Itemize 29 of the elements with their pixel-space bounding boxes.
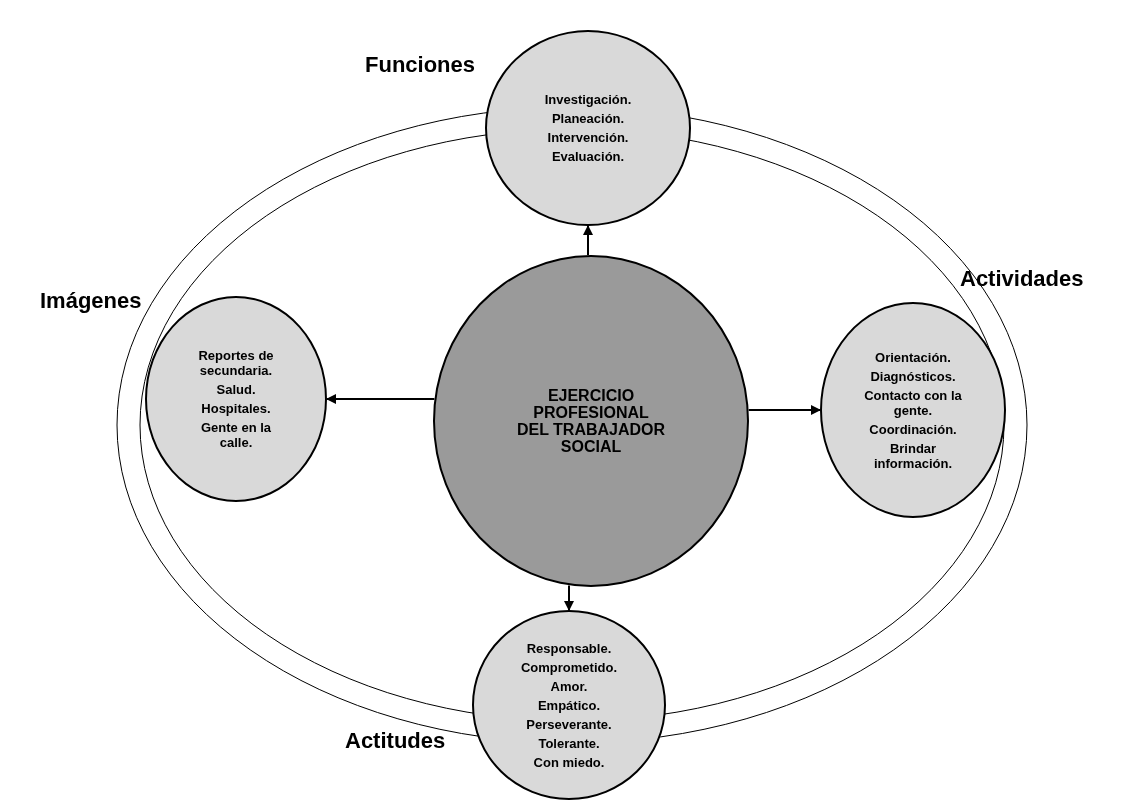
list-item: Salud. [215, 382, 257, 397]
list-item: Diagnósticos. [869, 368, 957, 384]
arrow [747, 405, 821, 415]
list-item: Intervención. [546, 130, 630, 145]
list-item: Gente en la calle. [199, 420, 273, 450]
arrow [564, 584, 574, 611]
list-item: Amor. [549, 678, 589, 694]
list-item: Coordinación. [868, 421, 958, 437]
list-item: Contacto con la gente. [863, 387, 963, 418]
list-item: Investigación. [543, 92, 633, 107]
list-item: Hospitales. [200, 401, 272, 416]
central-title: EJERCICIO PROFESIONAL DEL TRABAJADOR SOCIAL [516, 387, 666, 455]
arrow [583, 225, 593, 257]
list-item: Comprometido. [519, 659, 619, 675]
heading: Imágenes [40, 288, 142, 314]
list-item: Reportes de secundaria. [197, 348, 275, 378]
list-item: Tolerante. [537, 735, 601, 751]
list-item: Evaluación. [550, 149, 626, 164]
list-item: Planeación. [550, 111, 626, 126]
list-item: Brindar información. [873, 440, 953, 471]
list-item: Empático. [536, 697, 602, 713]
list-item: Con miedo. [532, 754, 606, 770]
heading: Actividades [960, 266, 1084, 292]
list-item: Perseverante. [525, 716, 613, 732]
heading: Actitudes [345, 728, 446, 754]
arrow [326, 394, 436, 404]
list-item: Responsable. [525, 640, 613, 656]
list-item: Orientación. [874, 349, 952, 365]
heading: Funciones [365, 52, 475, 78]
